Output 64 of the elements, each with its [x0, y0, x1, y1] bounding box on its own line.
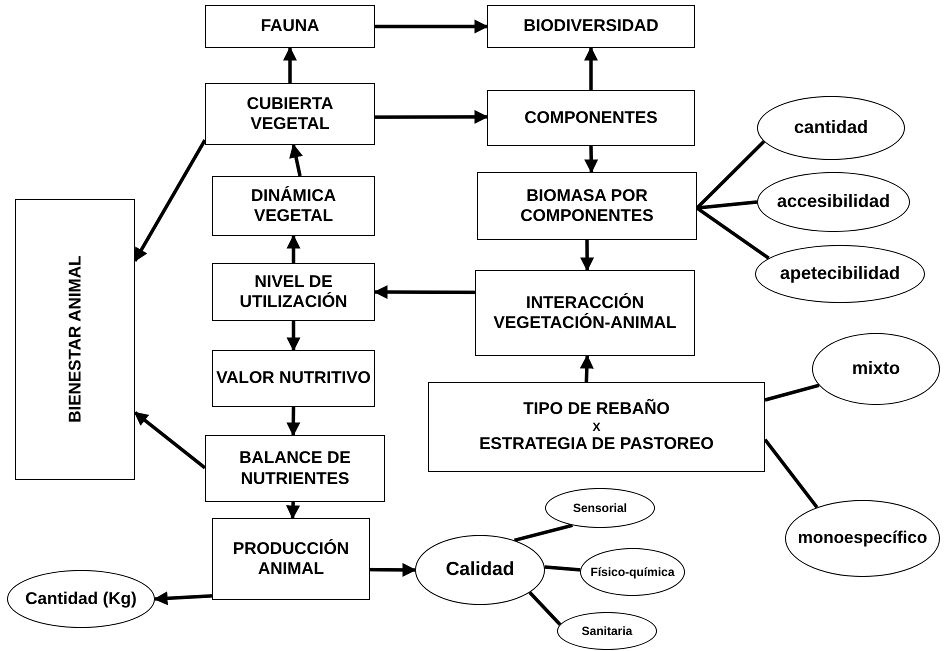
- node-label: BIODIVERSIDAD: [523, 16, 659, 37]
- process-box: [205, 83, 375, 145]
- arrow: [375, 110, 488, 124]
- node-label: mixto: [852, 358, 900, 380]
- process-box: [428, 382, 765, 472]
- connector-line: [544, 565, 580, 572]
- node-label: BIOMASA POR COMPONENTES: [519, 186, 655, 226]
- connector-line: [764, 384, 820, 402]
- process-box: [212, 176, 375, 236]
- node-label: PRODUCCIÓN ANIMAL: [232, 538, 350, 580]
- arrow: [289, 144, 303, 176]
- node-label: NIVEL DE UTILIZACIÓN: [238, 272, 348, 312]
- arrow: [134, 411, 206, 470]
- arrow: [286, 406, 300, 436]
- arrow: [286, 234, 300, 263]
- process-box: [212, 518, 370, 600]
- arrow: [154, 591, 212, 606]
- node-label: apetecibilidad: [780, 263, 900, 285]
- process-box: [205, 5, 375, 48]
- node-label: Cantidad (Kg): [25, 588, 137, 610]
- ellipse-node: [557, 612, 657, 650]
- node-label: X: [592, 420, 600, 434]
- arrow: [584, 146, 598, 174]
- connector-line: [514, 524, 573, 542]
- connector-line: [696, 200, 758, 210]
- node-label: ESTRATEGIA DE PASTOREO: [479, 434, 714, 455]
- connector-line: [528, 591, 562, 626]
- node-label: cantidad: [794, 117, 868, 139]
- arrow: [375, 20, 488, 34]
- node-label: INTERACCIÓN VEGETACIÓN-ANIMAL: [492, 292, 678, 334]
- node-label: monoespecífico: [798, 528, 928, 549]
- process-box: [475, 270, 695, 356]
- node-label: Físico-química: [590, 564, 675, 580]
- node-label: VALOR NUTRITIVO: [216, 368, 371, 389]
- arrow: [133, 139, 207, 262]
- arrow: [580, 354, 594, 382]
- process-box: [212, 263, 375, 321]
- arrow: [580, 240, 594, 272]
- process-box: [15, 199, 135, 480]
- node-label: DINÁMICA VEGETAL: [250, 186, 337, 226]
- connector-line: [764, 438, 818, 508]
- node-label: Sensorial: [572, 500, 628, 516]
- node-label: BALANCE DE NUTRIENTES: [238, 448, 352, 489]
- connector-line: [696, 140, 766, 210]
- arrow: [286, 321, 300, 352]
- process-box: [212, 350, 375, 407]
- node-label: BIENESTAR ANIMAL: [64, 254, 85, 426]
- node-label: accesibilidad: [776, 191, 890, 213]
- node-label: Calidad: [446, 558, 514, 582]
- arrow: [370, 562, 416, 577]
- node-label: CUBIERTA VEGETAL: [246, 94, 334, 134]
- node-label: FAUNA: [260, 16, 320, 37]
- arrow: [286, 502, 300, 520]
- node-label: TIPO DE REBAÑO: [523, 399, 670, 420]
- node-label: Sanitaria: [582, 624, 632, 638]
- node-label: COMPONENTES: [524, 108, 658, 128]
- arrow: [374, 285, 475, 300]
- process-box: [477, 172, 697, 240]
- process-box: [487, 5, 695, 48]
- process-box: [205, 435, 385, 502]
- arrow: [584, 46, 598, 90]
- connector-line: [696, 206, 770, 260]
- process-box: [487, 90, 695, 146]
- arrow: [283, 46, 297, 83]
